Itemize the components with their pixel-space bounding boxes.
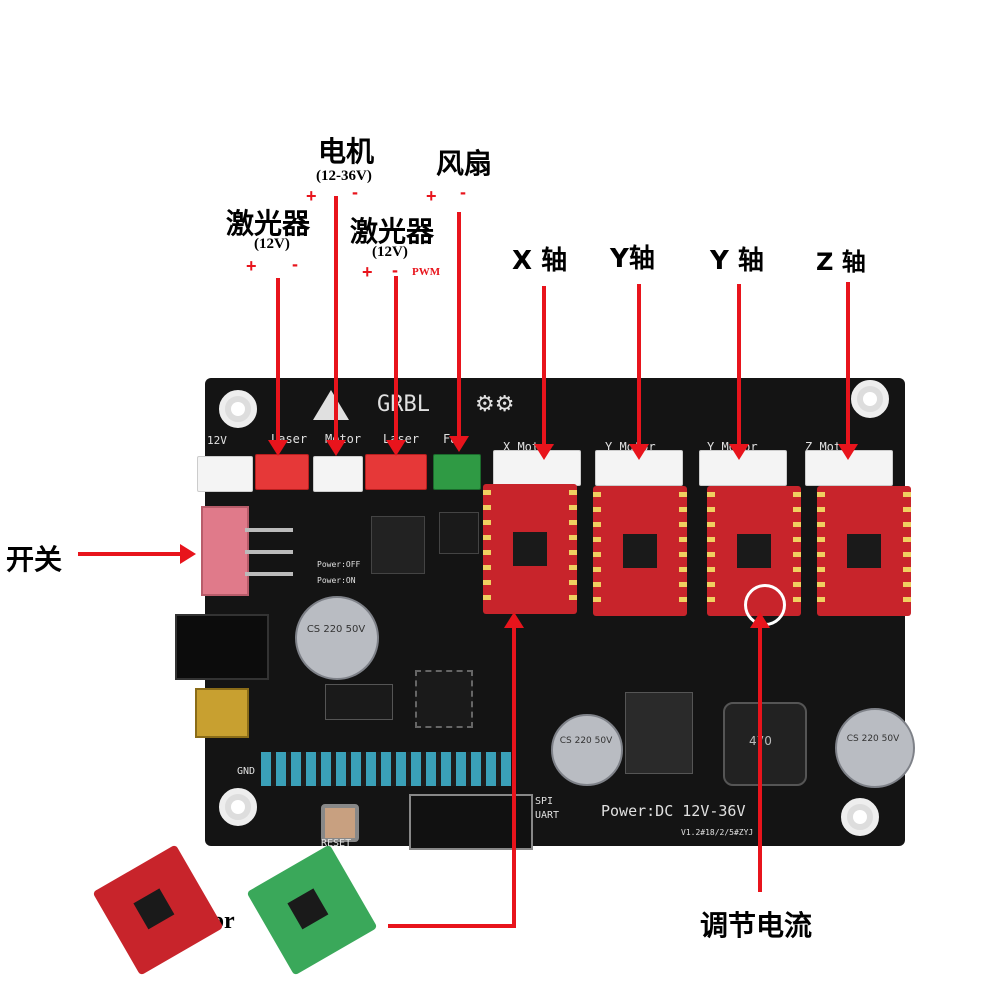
arrowhead-switch: [180, 544, 196, 564]
capacitor-c115: CS 220 50V: [295, 596, 379, 680]
connector-y-motor-2[interactable]: [699, 450, 787, 486]
capacitor-c18: CS 220 50V: [835, 708, 915, 788]
fan-minus: -: [460, 182, 466, 202]
io-pin-header[interactable]: [261, 752, 511, 786]
laser1-title: 激光器: [226, 207, 311, 240]
arrow-laser1: [276, 278, 280, 446]
arrow-x: [542, 286, 546, 450]
arrowhead-fan: [449, 436, 469, 452]
inductor: 470: [723, 702, 807, 786]
laser2-voltage: (12V): [372, 244, 408, 260]
fan-title: 风扇: [436, 147, 493, 180]
laser1-voltage: (12V): [254, 236, 290, 252]
x-axis-label: X 轴: [512, 246, 568, 276]
gnd-label: GND: [237, 766, 256, 777]
motor-plus: +: [306, 186, 317, 206]
power-switch[interactable]: [201, 506, 249, 596]
connector-fan[interactable]: [433, 454, 481, 490]
laser1-plus: +: [246, 256, 257, 276]
reset-button[interactable]: [321, 804, 359, 842]
switch-pins: [245, 528, 293, 582]
arrow-motor: [334, 196, 338, 446]
mount-hole-top-left: [219, 390, 257, 428]
microcontroller: [415, 670, 473, 728]
connector-motor[interactable]: [313, 456, 363, 492]
connector-laser[interactable]: [255, 454, 309, 490]
arrow-z: [846, 282, 850, 450]
arrow-driver-horizontal: [388, 924, 516, 928]
arrow-y1: [637, 284, 641, 450]
arrow-driver-vertical: [512, 620, 516, 928]
adjust-current-label: 调节电流: [700, 909, 813, 942]
arrowhead-laser2: [386, 440, 406, 456]
power-ic: [625, 692, 693, 774]
laser2-plus: +: [362, 262, 373, 282]
reset-label: RESET: [321, 838, 352, 849]
uart-label: UART: [535, 810, 560, 821]
y-axis-label-2: Y 轴: [710, 246, 764, 276]
laser1-minus: -: [292, 254, 298, 274]
usb-port[interactable]: [195, 688, 249, 738]
power-on-text: Power:ON: [317, 576, 356, 585]
step-down-ic: [325, 684, 393, 720]
connector-12v[interactable]: [197, 456, 253, 492]
arrowhead-z: [838, 444, 858, 460]
laser2-minus: -: [392, 260, 398, 280]
y-axis-label-1: Y轴: [610, 244, 655, 274]
arrowhead-adjust: [750, 612, 770, 628]
arrowhead-x: [534, 444, 554, 460]
mount-hole-top-right: [851, 380, 889, 418]
connector-x-motor[interactable]: [493, 450, 581, 486]
power-off-text: Power:OFF: [317, 560, 361, 569]
z-axis-label: Z 轴: [816, 248, 866, 276]
arrowhead-driver: [504, 612, 524, 628]
cap-text-2: CS 220 50V: [559, 736, 613, 746]
arrow-adjust: [758, 622, 762, 892]
voltage-regulator: [371, 516, 425, 574]
version-text: V1.2#18/2/5#ZYJ: [681, 828, 754, 837]
fan-plus: +: [426, 186, 437, 206]
mount-hole-bottom-left: [219, 788, 257, 826]
arrowhead-laser1: [268, 440, 288, 456]
mosfet: [439, 512, 479, 554]
arrow-y2: [737, 284, 741, 450]
arrowhead-y2: [729, 444, 749, 460]
header-12v: 12V: [207, 434, 227, 447]
motor-minus: -: [352, 182, 358, 202]
laser2-title: 激光器: [350, 215, 435, 248]
spi-label: SPI: [535, 796, 554, 807]
switch-label: 开关: [6, 543, 63, 576]
arrow-switch: [78, 552, 184, 556]
arrowhead-y1: [629, 444, 649, 460]
motor-voltage: (12-36V): [316, 168, 372, 184]
stepper-driver-y1: [593, 486, 687, 616]
arrow-laser2: [394, 276, 398, 446]
mount-hole-bottom-right: [841, 798, 879, 836]
cap-text-3: CS 220 50V: [846, 734, 900, 744]
arrow-fan: [457, 212, 461, 442]
gears-icon: ⚙⚙: [475, 392, 515, 417]
dc-power-jack[interactable]: [175, 614, 269, 680]
cap-text-1: CS 220 50V: [306, 624, 366, 635]
capacitor-c15: CS 220 50V: [551, 714, 623, 786]
laser-warning-icon: [313, 390, 349, 420]
arrowhead-motor: [326, 440, 346, 456]
pwm-label: PWM: [412, 266, 441, 278]
board-brand: GRBL: [377, 392, 430, 417]
motor-title: 电机: [318, 135, 375, 168]
stepper-driver-x: [483, 484, 577, 614]
stepper-driver-z: [817, 486, 911, 616]
power-spec: Power:DC 12V-36V: [601, 802, 746, 820]
